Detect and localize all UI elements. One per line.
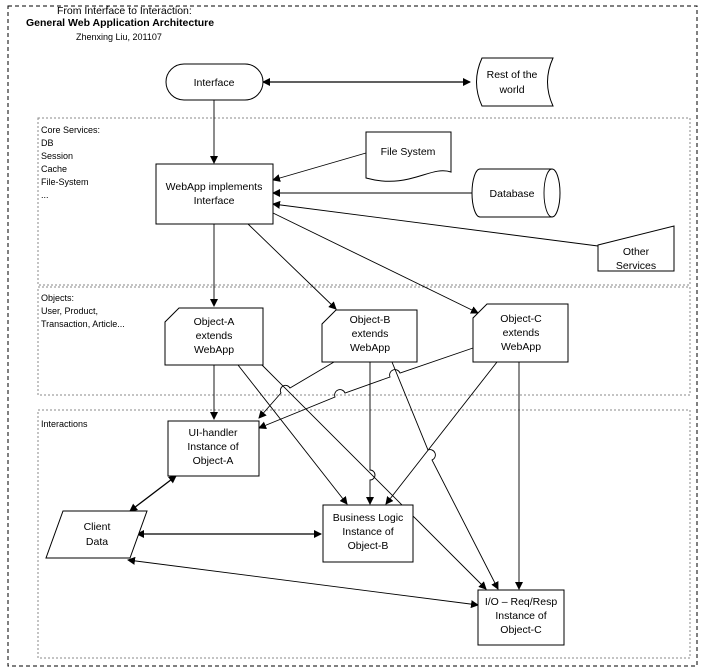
object-b-label: WebApp <box>350 342 390 354</box>
rest-of-world-label: Rest of the <box>487 69 538 81</box>
io-label: Object-C <box>500 624 542 636</box>
database-label: Database <box>490 188 535 200</box>
business-logic-node: Business Logic Instance of Object-B <box>322 504 414 563</box>
webapp-node: WebApp implements Interface <box>155 163 274 225</box>
header-subtitle: From Interface to Interaction: <box>57 5 192 17</box>
core-services-item: Session <box>41 151 73 161</box>
webapp-objectb-arrow <box>247 223 337 310</box>
object-b-label: Object-B <box>350 314 391 326</box>
interface-node: Interface <box>165 63 264 101</box>
webapp-objectc-arrow <box>272 212 479 314</box>
objects-item: Transaction, Article... <box>41 319 125 329</box>
business-logic-label: Object-B <box>348 540 389 552</box>
core-services-item: Cache <box>41 164 67 174</box>
filesystem-webapp-arrow <box>272 152 367 182</box>
core-services-region <box>37 117 691 286</box>
core-services-item: File-System <box>41 177 89 187</box>
interactions-region <box>37 409 691 659</box>
objectc-uihandler-arrow <box>258 347 474 430</box>
object-c-node: Object-C extends WebApp <box>472 303 569 363</box>
objectb-uihandler-arrow <box>258 361 335 419</box>
interactions-label: Interactions <box>41 419 88 429</box>
object-a-label: Object-A <box>194 316 235 328</box>
connectors <box>127 78 599 609</box>
object-a-label: extends <box>196 330 233 342</box>
other-services-node: Other Services <box>597 225 675 272</box>
rest-of-world-node: Rest of the world <box>476 57 554 107</box>
diagram-title: General Web Application Architecture <box>26 17 214 29</box>
other-services-label: Other <box>623 246 650 258</box>
object-c-label: Object-C <box>500 313 542 325</box>
author-label: Zhenxing Liu, 201107 <box>76 32 162 42</box>
io-label: Instance of <box>495 610 546 622</box>
objects-item: User, Product, <box>41 306 98 316</box>
ui-handler-label: Instance of <box>187 441 238 453</box>
database-node: Database <box>471 168 561 218</box>
objecta-businesslogic-arrow <box>237 364 348 505</box>
webapp-label: WebApp implements <box>166 181 263 193</box>
webapp-label: Interface <box>194 195 235 207</box>
clientdata-io-arrow <box>127 556 479 609</box>
ui-handler-node: UI-handler Instance of Object-A <box>167 420 260 477</box>
ui-handler-label: Object-A <box>193 455 234 467</box>
object-b-label: extends <box>352 328 389 340</box>
outer-frame <box>7 5 698 667</box>
object-b-node: Object-B extends WebApp <box>321 309 418 363</box>
core-services-item: ... <box>41 190 49 200</box>
object-c-label: extends <box>503 327 540 339</box>
objectb-businesslogic-arrow <box>366 362 376 505</box>
objects-label: Objects: <box>41 293 74 303</box>
objectc-businesslogic-arrow <box>385 361 498 505</box>
client-data-label: Client <box>84 521 111 533</box>
io-label: I/O – Req/Resp <box>485 596 558 608</box>
other-services-label: Services <box>616 260 656 272</box>
file-system-node: File System <box>365 131 452 182</box>
client-data-node: Client Data <box>45 510 148 559</box>
client-data-label: Data <box>86 536 108 548</box>
object-c-label: WebApp <box>501 341 541 353</box>
objecta-io-arrow <box>261 364 487 590</box>
io-node: I/O – Req/Resp Instance of Object-C <box>477 589 565 646</box>
business-logic-label: Business Logic <box>333 512 404 524</box>
business-logic-label: Instance of <box>342 526 393 538</box>
core-services-label: Core Services: <box>41 125 100 135</box>
otherservices-webapp-arrow <box>272 200 599 247</box>
object-a-node: Object-A extends WebApp <box>164 307 264 366</box>
clientdata-uihandler-arrow <box>129 475 177 512</box>
objects-region <box>37 286 691 396</box>
rest-of-world-label: world <box>498 84 524 96</box>
object-a-label: WebApp <box>194 344 234 356</box>
interface-label: Interface <box>194 77 235 89</box>
core-services-item: DB <box>41 138 54 148</box>
file-system-label: File System <box>381 146 436 158</box>
ui-handler-label: UI-handler <box>188 427 238 439</box>
